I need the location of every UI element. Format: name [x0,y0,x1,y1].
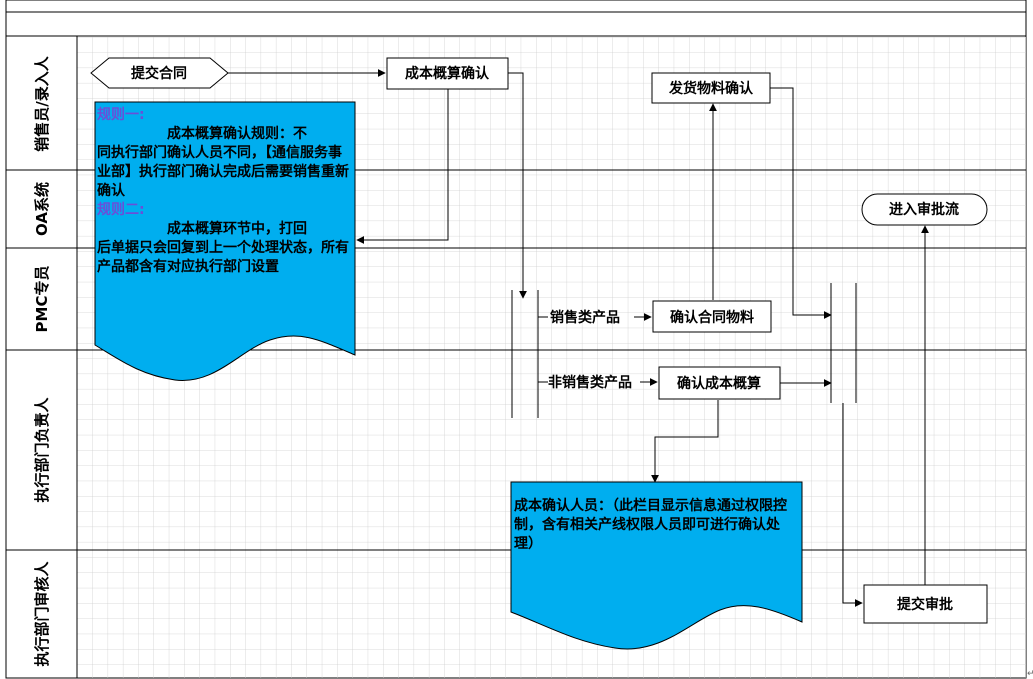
node-confirm-cost-estimate-label: 确认成本概算 [677,375,761,392]
edge-cost-to-note [356,88,449,244]
node-submit-contract-label: 提交合同 [131,65,187,82]
node-submit-contract [90,57,229,89]
edge-cost-to-split [508,72,527,299]
node-confirm-contract-material-label: 确认合同物料 [670,309,754,326]
lane-label-exec-reviewer: 执行部门审核人 [33,561,51,667]
edge-label-non-sales-product: 非销售类产品 [548,374,632,391]
node-shipping-material-confirm-label: 发货物料确认 [668,80,754,97]
lane-label-sales: 销售员/录入人 [33,55,51,151]
node-cost-estimate-confirm [386,57,509,90]
edge-label-sales-product: 销售类产品 [550,309,620,326]
node-enter-approval-flow [861,193,988,226]
edge-confirmcost-to-personnel [651,400,719,483]
note-rules-shape [94,101,356,381]
edge-mark: ↵ [1027,669,1033,679]
note-personnel-shape [510,481,803,650]
node-cost-estimate-confirm-label: 成本概算确认 [405,65,490,82]
note-rules: 规则一: 成本概算确认规则：不 同执行部门确认人员不同，【通信服务事业部】执行部… [97,106,353,277]
note-cost-personnel: 成本确认人员：（此栏目显示信息通过权限控制，含有相关产线权限人员即可进行确认处理… [514,497,798,554]
rule2-text-b: 后单据只会回复到上一个处理状态，所有产品都含有对应执行部门设置 [97,240,349,275]
node-submit-approval-label: 提交审批 [897,596,953,613]
edge-shipping-to-join [770,87,832,319]
lane-label-pmc: PMC专员 [33,266,51,333]
edge-join-to-submit-approval [842,403,863,607]
lane-label-exec-head: 执行部门负责人 [33,397,51,503]
node-shipping-material-confirm [651,72,771,104]
lane-label-oa: OA系统 [33,182,51,236]
rule1-text-b: 同执行部门确认人员不同，【通信服务事业部】执行部门确认完成后需要销售重新确认 [97,145,349,199]
rule2-title: 规则二: [97,202,145,218]
node-confirm-cost-estimate [658,366,781,400]
note-cost-personnel-text: 成本确认人员：（此栏目显示信息通过权限控制，含有相关产线权限人员即可进行确认处理… [514,498,787,552]
rule1-text-a: 成本概算确认规则：不 [167,126,307,142]
node-enter-approval-flow-label: 进入审批流 [889,201,959,218]
node-confirm-contract-material [652,300,772,333]
node-submit-approval [863,584,988,624]
rule1-title: 规则一: [97,107,145,123]
rule2-text-a: 成本概算环节中，打回 [167,221,307,237]
